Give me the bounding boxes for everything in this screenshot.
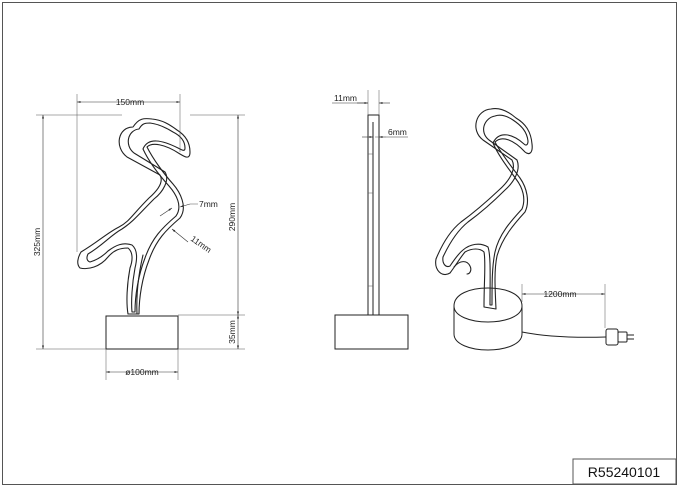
dim-width-top: 150mm — [116, 97, 144, 107]
dim-cable-length: 1200mm — [543, 289, 576, 299]
dim-height-base: 35mm — [227, 320, 237, 344]
product-code-box: R55240101 — [572, 458, 677, 485]
front-view: 150mm 325mm 290mm 35mm ø100mm 7mm 11mm — [32, 94, 245, 380]
front-flamingo-outline-outer — [77, 118, 191, 315]
dim-tube-width: 7mm — [199, 199, 218, 209]
persp-plug — [605, 328, 634, 346]
perspective-view: 1200mm — [435, 108, 634, 351]
dim-side-inner: 6mm — [388, 127, 407, 137]
dim-base-diameter: ø100mm — [125, 367, 159, 377]
persp-flamingo-outer — [435, 108, 533, 310]
dim-side-depth: 11mm — [334, 93, 357, 103]
side-view: 11mm 6mm — [332, 90, 409, 350]
persp-flamingo-inner — [442, 114, 529, 306]
dim-height-neon: 290mm — [227, 203, 237, 231]
dim-profile-width: 11mm — [189, 233, 214, 254]
dim-height-total: 325mm — [32, 228, 42, 256]
persp-cable — [521, 331, 607, 338]
front-base — [105, 315, 179, 350]
front-flamingo-outline-inner — [86, 122, 186, 313]
side-base — [334, 314, 409, 350]
persp-flamingo-fold — [453, 261, 472, 275]
front-flamingo-leg — [136, 254, 144, 315]
persp-base-cylinder — [453, 287, 523, 351]
product-code: R55240101 — [588, 464, 661, 480]
